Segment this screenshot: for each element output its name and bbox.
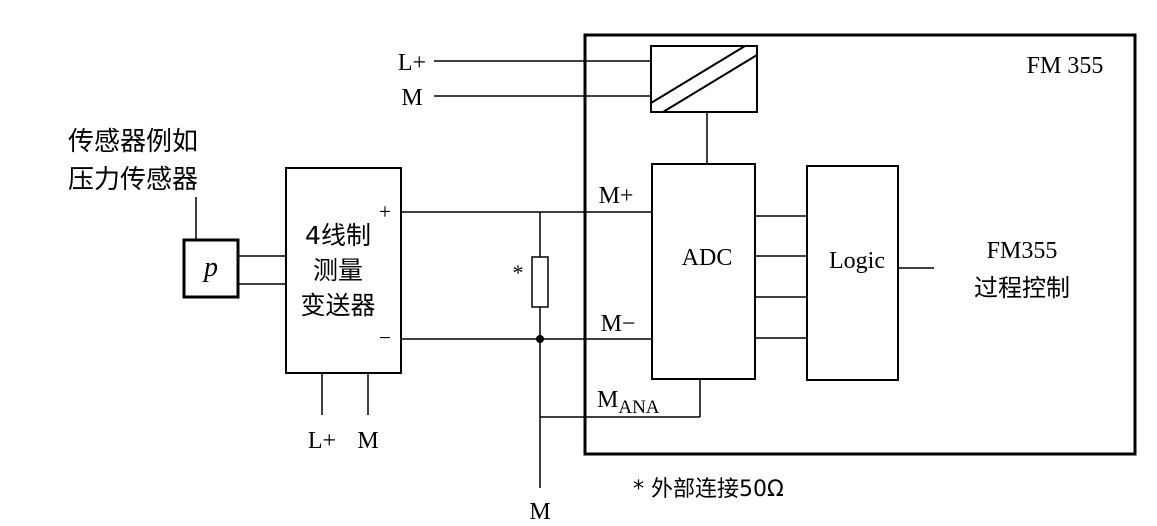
- fm355-module-title: FM 355: [1027, 53, 1104, 79]
- sensor-caption-line2: 压力传感器: [68, 165, 198, 195]
- converter-diagonal-2: [662, 54, 758, 113]
- mana-label: MANA: [597, 387, 660, 418]
- supply-l-plus-label: L+: [398, 50, 426, 76]
- footnote: * 外部连接50Ω: [633, 477, 784, 502]
- transmitter-label-line1: 4线制: [305, 221, 371, 250]
- transmitter-m-label: M: [357, 428, 378, 454]
- supply-m-label: M: [401, 85, 422, 111]
- ground-m-label: M: [529, 499, 550, 525]
- transmitter-minus-sign: −: [379, 325, 391, 350]
- mana-label-main: M: [597, 387, 618, 413]
- process-control-line1: FM355: [987, 238, 1058, 264]
- pressure-sensor-symbol: p: [202, 252, 218, 283]
- transmitter-label-line2: 测量: [313, 256, 363, 285]
- resistor-asterisk: *: [513, 260, 524, 285]
- mana-label-subscript: ANA: [618, 397, 659, 418]
- m-minus-label: M−: [601, 311, 636, 337]
- logic-label: Logic: [829, 248, 885, 274]
- pressure-sensor-box: [182, 238, 240, 299]
- adc-label: ADC: [682, 245, 733, 271]
- transmitter-label-line3: 变送器: [300, 291, 375, 320]
- fm355-module-frame: [583, 33, 1137, 456]
- transmitter-lplus-label: L+: [308, 428, 336, 454]
- process-control-line2: 过程控制: [974, 274, 1070, 302]
- power-converter-box: [650, 45, 758, 113]
- m-plus-label: M+: [599, 183, 634, 209]
- logic-block: [806, 165, 899, 381]
- resistor-body: [531, 256, 549, 308]
- sensor-caption-line1: 传感器例如: [68, 127, 198, 157]
- converter-diagonal-1: [650, 45, 746, 104]
- adc-block: [651, 163, 756, 380]
- transmitter-box: [285, 167, 402, 374]
- transmitter-plus-sign: +: [379, 199, 391, 224]
